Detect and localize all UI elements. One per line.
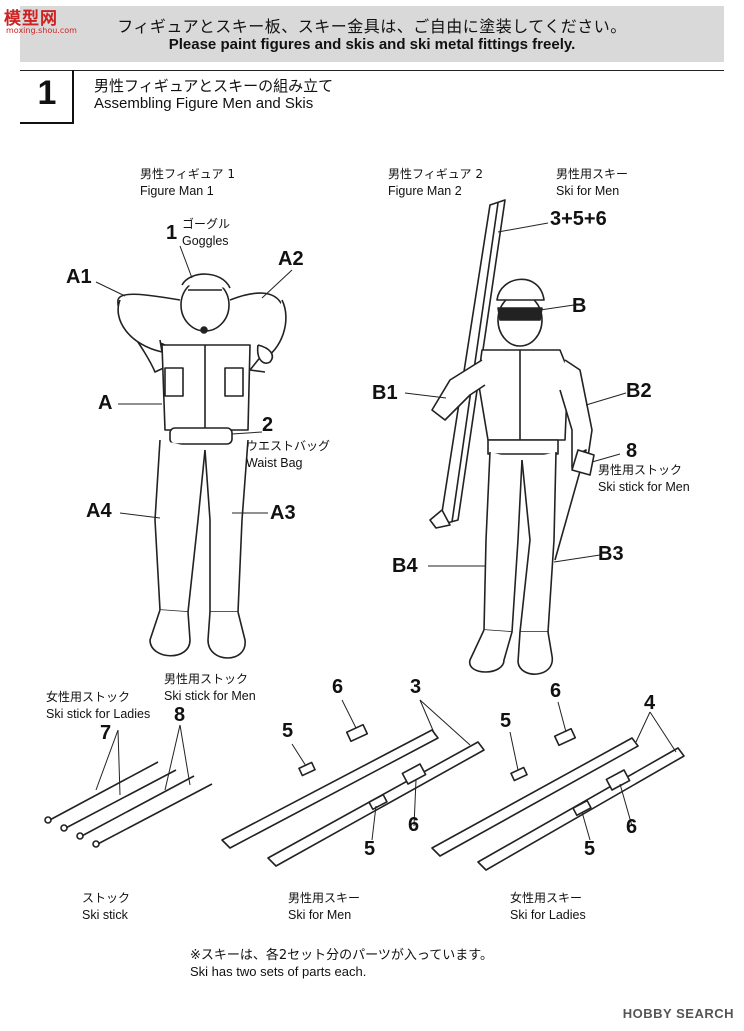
note-en: Ski has two sets of parts each.	[190, 964, 367, 979]
part-b2-label: B2	[626, 380, 652, 402]
ski-for-men-drawing	[221, 699, 485, 867]
men-ski-number: 3	[410, 676, 422, 698]
step-number-box	[20, 70, 74, 124]
step-title-en: Assembling Figure Men and Skis	[94, 95, 314, 112]
waist-bag-label-jp: ウエストバッグ	[246, 439, 331, 453]
goggles-caption: ゴーグル Goggles	[182, 216, 230, 250]
figure2-ski-label-en: Ski for Men	[556, 184, 620, 198]
men-stick-label-en: Ski stick for Men	[164, 689, 256, 703]
part-ski-assembly-number: 3+5+6	[550, 208, 607, 230]
part-a3-label: A3	[270, 502, 296, 524]
ladies-stick-label-jp: 女性用ストック	[46, 690, 131, 704]
figure2-ski-label-jp: 男性用スキー	[556, 167, 629, 181]
header-text-jp: フィギュアとスキー板、スキー金具は、ご自由に塗装してください。	[117, 17, 627, 36]
figure-man-1-drawing	[117, 273, 287, 659]
figure1-caption: 男性フィギュア 1 Figure Man 1	[140, 166, 235, 200]
figure-man-2-drawing	[429, 199, 595, 675]
part-waist-bag-number: 2	[262, 414, 274, 436]
figure2-caption: 男性フィギュア 2 Figure Man 2	[388, 166, 483, 200]
site-logo-url: moxing.shou.com	[6, 26, 77, 35]
part-b4-label: B4	[392, 555, 418, 577]
site-logo: 模型网	[4, 9, 58, 29]
ladies-stick-caption: 女性用ストック Ski stick for Ladies	[46, 689, 150, 723]
part-stick-number: 8	[626, 440, 638, 462]
ski-for-ladies-drawing	[431, 711, 685, 871]
note-jp: ※スキーは、各2セット分のパーツが入っています。	[190, 948, 493, 963]
part-goggles-number: 1	[166, 222, 178, 244]
part-a1-label: A1	[66, 266, 92, 288]
stick-caption-en: Ski stick	[82, 908, 128, 922]
goggles-label-jp: ゴーグル	[182, 217, 231, 231]
step-title-jp: 男性フィギュアとスキーの組み立て	[94, 77, 334, 95]
stick-caption-jp: ストック	[82, 891, 131, 905]
ladies-ski-caption-jp: 女性用スキー	[510, 891, 583, 905]
men-ski-fitting-number-2: 6	[408, 814, 420, 836]
part-b1-label: B1	[372, 382, 398, 404]
men-stick-caption: 男性用ストック Ski stick for Men	[164, 671, 256, 705]
part-b-label: B	[572, 295, 587, 317]
figure2-stick-label-jp: 男性用ストック	[598, 463, 683, 477]
waist-bag-label-en: Waist Bag	[246, 456, 303, 470]
men-stick-label-jp: 男性用ストック	[164, 672, 249, 686]
figure2-stick-caption: 男性用ストック Ski stick for Men	[598, 462, 690, 496]
figure1-title-en: Figure Man 1	[140, 184, 214, 198]
ladies-ski-binding-number-2: 5	[584, 838, 596, 860]
men-ski-binding-number-2: 5	[364, 838, 376, 860]
part-ladies-stick-number: 7	[100, 722, 112, 744]
ladies-ski-fitting-number-2: 6	[626, 816, 638, 838]
part-a4-label: A4	[86, 500, 112, 522]
men-ski-fitting-number: 6	[332, 676, 344, 698]
men-ski-binding-number: 5	[282, 720, 294, 742]
men-ski-caption: 男性用スキー Ski for Men	[288, 890, 360, 924]
figure2-title-en: Figure Man 2	[388, 184, 462, 198]
figure2-ski-caption: 男性用スキー Ski for Men	[556, 166, 628, 200]
ladies-stick-label-en: Ski stick for Ladies	[46, 707, 151, 721]
figure2-title-jp: 男性フィギュア 2	[388, 167, 483, 181]
ladies-ski-number: 4	[644, 692, 656, 714]
figure1-title-jp: 男性フィギュア 1	[140, 167, 235, 181]
ski-sticks-drawing	[44, 724, 213, 848]
men-ski-caption-en: Ski for Men	[288, 908, 352, 922]
ladies-ski-fitting-number: 6	[550, 680, 562, 702]
watermark: HOBBY SEARCH	[622, 1006, 734, 1021]
part-a2-label: A2	[278, 248, 304, 270]
leader-lines	[95, 222, 633, 841]
header-text-en: Please paint figures and skis and ski me…	[168, 36, 576, 53]
part-men-stick-number: 8	[174, 704, 186, 726]
part-a-label: A	[98, 392, 113, 414]
ladies-ski-binding-number: 5	[500, 710, 512, 732]
step-divider	[20, 70, 724, 71]
waist-bag-caption: ウエストバッグ Waist Bag	[246, 438, 330, 472]
step-number: 1	[37, 74, 57, 112]
part-b3-label: B3	[598, 543, 624, 565]
ladies-ski-caption: 女性用スキー Ski for Ladies	[510, 890, 586, 924]
men-ski-caption-jp: 男性用スキー	[288, 891, 361, 905]
figure2-stick-label-en: Ski stick for Men	[598, 480, 690, 494]
goggles-label-en: Goggles	[182, 234, 229, 248]
stick-caption: ストック Ski stick	[82, 890, 130, 924]
ladies-ski-caption-en: Ski for Ladies	[510, 908, 586, 922]
header-banner	[20, 6, 724, 62]
